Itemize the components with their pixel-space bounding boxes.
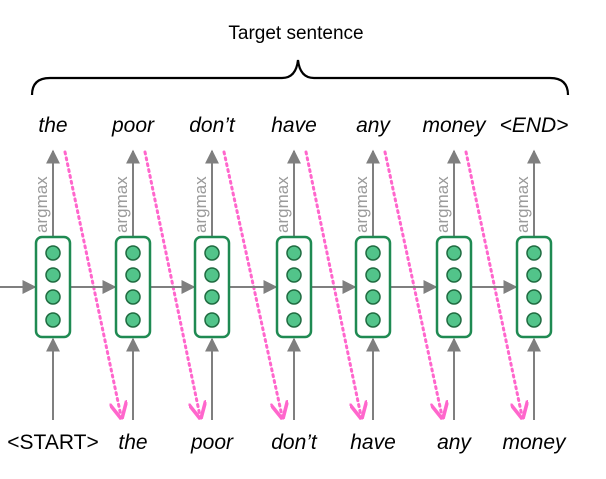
neuron-dot xyxy=(365,312,381,328)
connection-arrows xyxy=(0,149,541,420)
output-word: the xyxy=(38,114,67,137)
input-word: <START> xyxy=(7,431,98,454)
feedback-arrows xyxy=(63,150,522,416)
cell-box xyxy=(114,235,152,339)
feedback-arrow xyxy=(222,150,282,416)
neuron-dot xyxy=(204,289,220,305)
neuron-dot xyxy=(365,245,381,261)
neuron-dot xyxy=(526,245,542,261)
neuron-dot xyxy=(526,312,542,328)
argmax-label: argmax xyxy=(352,176,371,233)
rnn-cell xyxy=(193,235,231,339)
rnn-cell xyxy=(435,235,473,339)
neuron-dot xyxy=(45,289,61,305)
argmax-label: argmax xyxy=(433,176,452,233)
input-word: don’t xyxy=(271,431,318,454)
neuron-dot xyxy=(125,245,141,261)
neuron-dot xyxy=(446,312,462,328)
feedback-arrow xyxy=(143,150,200,416)
diagram-title: Target sentence xyxy=(228,23,363,44)
argmax-label: argmax xyxy=(191,176,210,233)
neuron-dot xyxy=(45,312,61,328)
input-word: any xyxy=(437,431,472,454)
neuron-dot xyxy=(365,289,381,305)
argmax-label: argmax xyxy=(273,176,292,233)
word-labels: argmax the <START> argmax poor the argmax don’t… xyxy=(7,114,568,454)
neuron-dot xyxy=(125,312,141,328)
neuron-dot xyxy=(446,289,462,305)
target-sentence-brace xyxy=(30,59,570,96)
neuron-dot xyxy=(446,245,462,261)
rnn-cell xyxy=(34,235,72,339)
input-word: poor xyxy=(190,431,234,454)
neuron-dot xyxy=(125,289,141,305)
neuron-dot xyxy=(45,267,61,283)
neuron-dot xyxy=(286,267,302,283)
rnn-cell xyxy=(354,235,392,339)
rnn-cell xyxy=(114,235,152,339)
feedback-arrow xyxy=(304,150,361,416)
output-word: money xyxy=(422,114,487,137)
neuron-dot xyxy=(204,312,220,328)
neuron-dot xyxy=(286,312,302,328)
output-word: any xyxy=(356,114,391,137)
rnn-cells xyxy=(34,235,553,339)
output-word: <END> xyxy=(500,114,569,137)
input-word: the xyxy=(118,431,147,454)
neuron-dot xyxy=(286,289,302,305)
feedback-arrow xyxy=(464,150,522,416)
cell-box xyxy=(515,235,553,339)
neuron-dot xyxy=(526,267,542,283)
input-word: have xyxy=(350,431,396,454)
cell-box xyxy=(354,235,392,339)
neuron-dot xyxy=(204,245,220,261)
cell-box xyxy=(193,235,231,339)
output-word: don’t xyxy=(189,114,236,137)
neuron-dot xyxy=(286,245,302,261)
argmax-label: argmax xyxy=(112,176,131,233)
feedback-arrow xyxy=(63,150,121,416)
output-word: have xyxy=(271,114,317,137)
neuron-dot xyxy=(45,245,61,261)
feedback-arrow xyxy=(383,150,442,416)
rnn-cell xyxy=(275,235,313,339)
neuron-dot xyxy=(446,267,462,283)
cell-box xyxy=(34,235,72,339)
argmax-label: argmax xyxy=(513,176,532,233)
neuron-dot xyxy=(125,267,141,283)
cell-box xyxy=(275,235,313,339)
argmax-label: argmax xyxy=(32,176,51,233)
rnn-cell xyxy=(515,235,553,339)
neuron-dot xyxy=(365,267,381,283)
neuron-dot xyxy=(204,267,220,283)
output-word: poor xyxy=(111,114,155,137)
cell-box xyxy=(435,235,473,339)
neuron-dot xyxy=(526,289,542,305)
input-word: money xyxy=(502,431,567,454)
